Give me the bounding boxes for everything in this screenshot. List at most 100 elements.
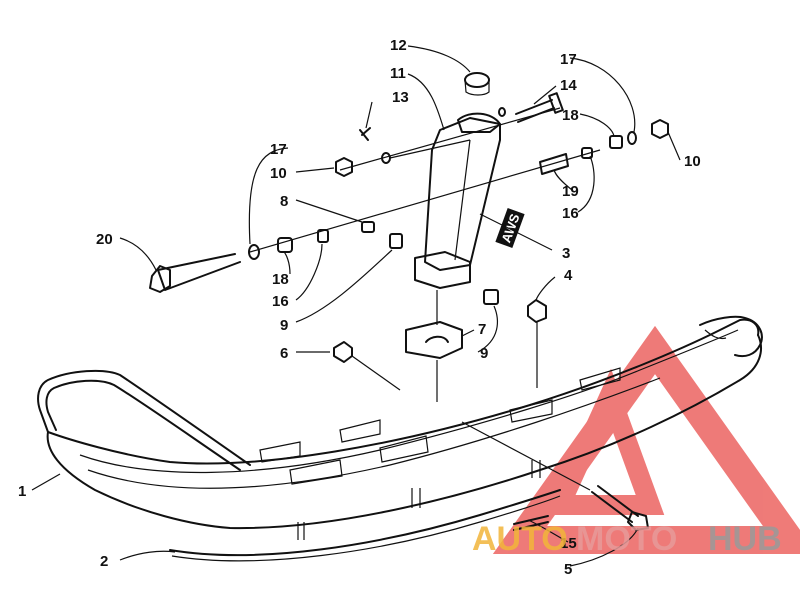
leader-16b xyxy=(577,155,595,213)
callout-label: 7 xyxy=(478,321,486,338)
leader-13 xyxy=(365,101,373,129)
bolt-13 xyxy=(359,127,371,141)
watermark-logo xyxy=(492,325,800,554)
washer-upper-small xyxy=(498,107,506,117)
callout-label: 8 xyxy=(280,193,288,210)
callout-label: 18 xyxy=(272,271,289,288)
bolt-14-head xyxy=(548,92,564,114)
ski-outer-body xyxy=(46,334,762,530)
leader-10-left xyxy=(295,167,335,173)
spindle-top xyxy=(457,112,501,133)
aws-decal: AWS xyxy=(495,208,525,248)
ski-stud xyxy=(297,522,305,540)
watermark-moto: MOTO xyxy=(576,520,677,558)
callout-labels: 1 2 3 4 5 6 7 8 9 9 10 10 11 12 13 14 15… xyxy=(18,37,701,578)
leader-4 xyxy=(535,276,556,301)
callout-label: 12 xyxy=(390,37,407,54)
leader-17a xyxy=(248,147,289,245)
bushing-18-left xyxy=(277,237,293,253)
wear-bar-edge xyxy=(171,495,561,562)
callout-label: 2 xyxy=(100,553,108,570)
washer-17-left xyxy=(248,244,260,260)
callout-label: 15 xyxy=(560,535,577,552)
callout-label: 10 xyxy=(684,153,701,170)
ski-slot xyxy=(289,459,343,485)
watermark-text: AUTO MOTO HUB xyxy=(472,520,782,558)
cap xyxy=(464,72,490,88)
bolt-axis-upper xyxy=(339,107,561,171)
bolt-14 xyxy=(515,99,555,123)
callout-label: 5 xyxy=(564,561,572,578)
callout-label: 16 xyxy=(272,293,289,310)
wear-bar xyxy=(169,489,561,557)
callout-label: 6 xyxy=(280,345,288,362)
nut-4 xyxy=(527,299,547,323)
callout-label: 9 xyxy=(480,345,488,362)
bolt-5 xyxy=(591,485,639,523)
bushing-9-lower xyxy=(483,289,499,305)
ski-handle xyxy=(37,369,251,466)
leader-20 xyxy=(119,237,157,271)
leader-5 xyxy=(569,527,639,567)
leader-8 xyxy=(295,199,363,223)
leader-17b xyxy=(569,57,636,133)
leader-10-right xyxy=(667,131,681,161)
leader-16a xyxy=(295,243,323,301)
bolt-20-head xyxy=(149,265,171,293)
bolt-5-head xyxy=(627,511,649,531)
callout-label: 13 xyxy=(392,89,409,106)
leader-18a xyxy=(283,251,291,275)
watermark-triangle-inner xyxy=(544,368,665,515)
ski-tip-detail xyxy=(704,329,727,340)
callout-label: 11 xyxy=(390,65,406,82)
bushing-9-upper xyxy=(389,233,403,249)
callout-label: 19 xyxy=(562,183,579,200)
leader-lines xyxy=(31,45,681,567)
spindle-assembly: AWS xyxy=(414,72,525,289)
spindle-housing xyxy=(424,117,501,271)
spindle-clamp xyxy=(414,251,471,289)
cap-body xyxy=(464,79,490,96)
ski-slot xyxy=(339,419,381,443)
callout-label: 18 xyxy=(562,107,579,124)
leader-19 xyxy=(553,169,573,191)
watermark-auto: AUTO xyxy=(472,520,568,558)
callout-label: 17 xyxy=(560,51,577,68)
bumper-6 xyxy=(333,341,353,363)
washer-17-upper xyxy=(381,152,391,164)
leader-11 xyxy=(407,73,445,131)
bushing-16-left xyxy=(317,229,329,243)
mount-block-7 xyxy=(405,321,463,359)
ski-slot xyxy=(579,367,621,391)
callout-label: 14 xyxy=(560,77,577,94)
callout-label: 20 xyxy=(96,231,113,248)
ski-inner-wall xyxy=(79,329,739,474)
bolt-axis-lower xyxy=(249,149,601,253)
nut-10-left xyxy=(335,157,353,177)
ski-top-edge xyxy=(47,318,760,465)
watermark-hub: HUB xyxy=(708,520,782,558)
callout-label: 1 xyxy=(18,483,26,500)
leader-1 xyxy=(31,473,61,491)
leader-9b xyxy=(477,305,498,353)
leader-18b xyxy=(579,113,615,137)
callout-label: 4 xyxy=(564,267,573,284)
leader-7 xyxy=(461,329,475,337)
leader-14 xyxy=(533,85,557,105)
callout-label: 9 xyxy=(280,317,288,334)
ski-handle-inner xyxy=(45,379,241,471)
hardware xyxy=(149,92,669,531)
washer-17-right xyxy=(627,131,637,145)
leader-3 xyxy=(479,213,553,251)
ski-slot xyxy=(509,399,553,423)
bolt-5-axis xyxy=(461,421,591,491)
nut-10-right xyxy=(651,119,669,139)
bushing-16-right xyxy=(581,147,593,159)
leader-12 xyxy=(407,45,471,73)
sleeve-19 xyxy=(539,153,569,175)
callout-label: 16 xyxy=(562,205,579,222)
bushing-8 xyxy=(361,221,375,233)
bushing-18-right xyxy=(609,135,623,149)
leader-15 xyxy=(527,519,569,543)
